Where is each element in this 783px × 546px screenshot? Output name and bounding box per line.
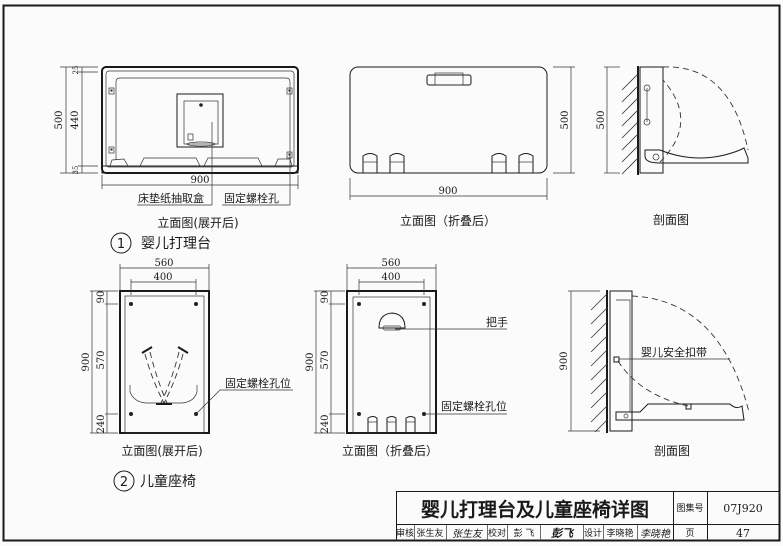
strap-clip-right [177,346,189,354]
designer-name: 李晓艳 [606,527,633,539]
paper-dispenser-box [176,93,224,148]
design-label: 设计 [584,527,602,539]
section-number-circle [110,232,132,254]
page-number: 47 [736,527,750,540]
handle-icon [426,74,472,86]
proofreader-signature: 彭飞 [551,527,575,540]
caption-unfolded: 立面图(展开后) [121,443,202,458]
hinge-icons [367,416,416,433]
section-1-label: 1 婴儿打理台 [110,232,211,254]
seat-outer-frame [119,290,210,434]
table-inner-frame [105,70,295,168]
caption-section: 剖面图 [653,213,689,227]
changing-table-unfolded-elevation: 500 440 25 35 900 床垫纸抽取盒 固定螺栓孔 立面图(展开后) [54,66,299,230]
dim-bottom: 240 [96,414,107,433]
caption-folded: 立面图（折叠后） [342,443,438,458]
dim-bottom: 240 [320,414,331,433]
dim-inner-width: 400 [381,272,400,283]
section-number: 1 [117,237,125,252]
fold-arc [662,66,749,151]
title-block: 婴儿打理台及儿童座椅详图 图集号 07J920 页 47 审核 张生友 张生友 … [396,491,780,541]
changing-table-folded-elevation: 900 500 立面图（折叠后） [349,66,575,228]
dim-height: 500 [596,110,607,129]
dim-width: 560 [154,258,173,269]
drawing-title: 婴儿打理台及儿童座椅详图 [421,498,649,521]
dim-top: 90 [320,291,331,304]
table-outer-frame [101,66,299,174]
section-name: 儿童座椅 [140,473,196,490]
wall-hatch [590,290,608,433]
section-number: 2 [120,475,128,490]
page-label: 页 [685,528,694,539]
dim-width: 900 [438,186,457,197]
proof-label: 校对 [488,527,506,539]
bolt-holes [129,302,198,416]
child-seat-unfolded-elevation: 560 400 900 90 570 240 固定螺栓孔位 立面图(展开后) [81,258,293,458]
safety-strap [617,360,689,407]
dim-height: 500 [54,110,65,129]
proofreader-name: 彭 飞 [514,527,535,539]
dim-height: 900 [81,352,92,371]
wall-hatch [621,66,639,175]
callout-bolt-hole: 固定螺栓孔 [224,191,279,205]
review-label: 审核 [396,527,414,539]
strap-clip-left [141,346,153,354]
caption-folded: 立面图（折叠后） [400,213,496,228]
dim-top: 25 [72,66,80,75]
handle-icon [378,312,406,329]
callout-safety-strap: 婴儿安全扣带 [641,345,707,359]
reviewer-signature: 张生友 [452,528,484,540]
child-seat-section: 900 婴儿安全扣带 剖面图 [559,290,750,458]
caption-section: 剖面图 [654,444,690,458]
callout-paper-dispenser: 床垫纸抽取盒 [138,191,204,205]
hinge-icons [362,153,534,173]
dim-inner: 440 [70,110,81,129]
dim-bottom: 35 [72,166,80,175]
section-2-label: 2 儿童座椅 [113,470,196,492]
section-name: 婴儿打理台 [141,235,211,252]
fold-arc [631,295,750,413]
dim-width: 900 [190,175,209,186]
sheet-border [2,4,781,542]
callout-bolt-holes: 固定螺栓孔位 [441,399,507,413]
dim-width: 560 [381,258,400,269]
section-number-circle [113,470,135,492]
table-folded-body [349,66,548,174]
dim-top: 90 [96,291,107,304]
dim-height: 900 [305,352,316,371]
dim-height: 500 [560,110,571,129]
changing-table-section: 500 剖面图 [596,66,749,227]
designer-signature: 李晓艳 [640,528,671,540]
bolt-holes [357,302,426,416]
dim-middle: 570 [96,350,107,369]
reviewer-name: 张生友 [416,527,443,539]
dim-inner-width: 400 [153,272,172,283]
seat-folded-body [346,290,437,434]
child-seat-folded-elevation: 560 400 900 90 570 240 把手 固定螺栓孔位 立面图（折叠后… [305,258,508,458]
dim-middle: 570 [320,350,331,369]
dim-height: 900 [559,351,570,370]
safety-strap-anchor [613,356,620,363]
callout-bolt-holes: 固定螺栓孔位 [225,376,291,390]
atlas-number: 07J920 [723,502,762,515]
caption-unfolded: 立面图(展开后) [157,215,238,230]
callout-handle: 把手 [486,315,508,329]
atlas-label: 图集号 [676,502,703,514]
